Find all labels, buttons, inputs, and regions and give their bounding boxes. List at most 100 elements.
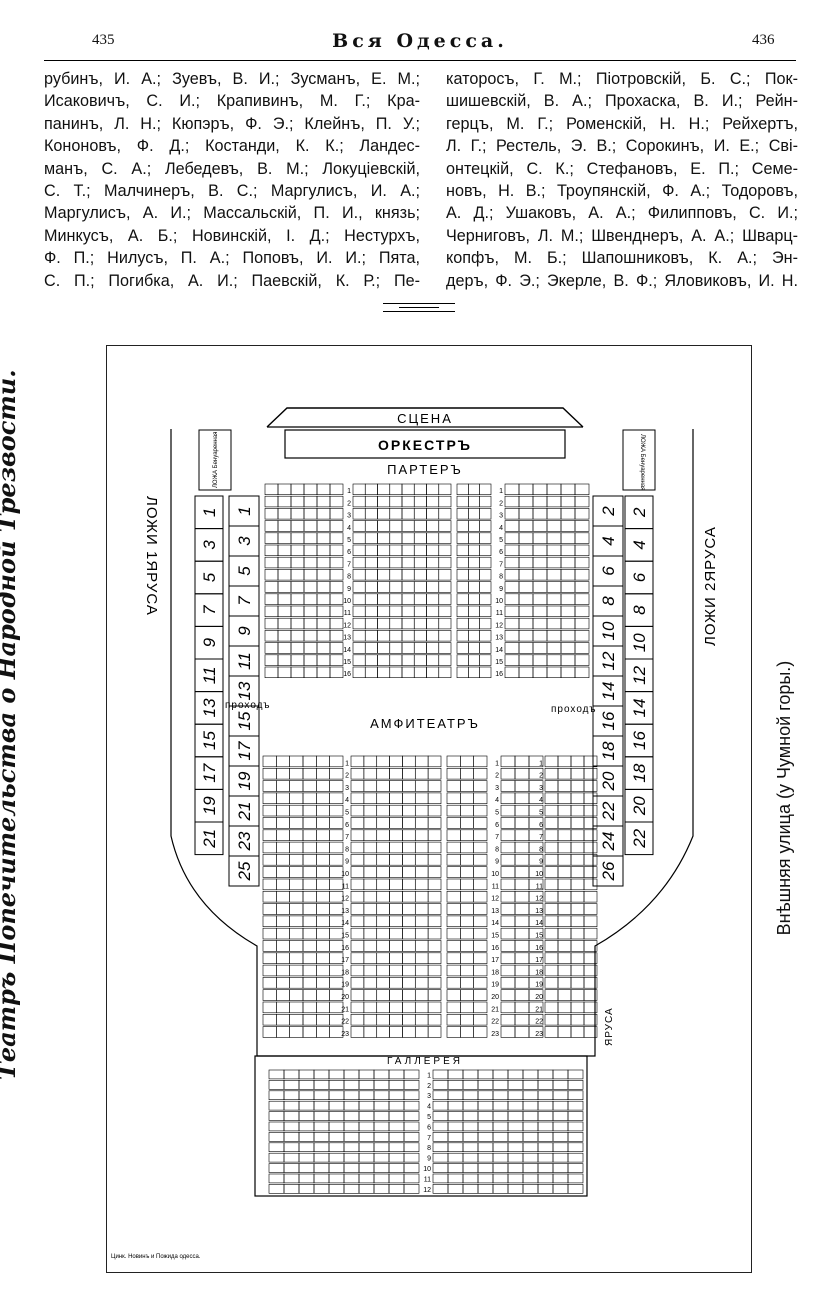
parterre-seat [532, 508, 548, 520]
parterre-seat [389, 520, 403, 532]
amph-seat [363, 854, 378, 866]
amph-seat [427, 915, 442, 928]
amph-seat [557, 804, 572, 817]
parterre-seat [364, 495, 378, 508]
amph-seat [276, 804, 290, 817]
loge-inner-right: 2 [599, 506, 618, 517]
amph-seat [402, 927, 416, 940]
amph-seat [329, 964, 344, 977]
amph-seat [446, 989, 461, 1001]
amph-row-number: 6 [539, 822, 543, 829]
amph-row-number: 13 [491, 908, 499, 915]
amph-row-number: 17 [491, 957, 499, 964]
parterre-seat [329, 605, 344, 617]
parterre-seat [401, 520, 415, 532]
amph-seat [302, 952, 317, 964]
amph-seat [329, 915, 344, 928]
gallery-seat [477, 1069, 494, 1080]
parterre-seat [518, 495, 534, 508]
amph-seat [473, 792, 488, 804]
gallery-seat [537, 1069, 554, 1080]
parterre-seat [426, 630, 440, 642]
amph-seat [500, 903, 516, 915]
amph-seat [500, 767, 516, 780]
amph-seat [414, 767, 429, 780]
amph-seat [583, 940, 598, 952]
amph-seat [389, 964, 403, 977]
gallery-seat [373, 1152, 390, 1163]
amph-seat [557, 866, 572, 878]
amph-seat [289, 780, 304, 792]
amph-seat [414, 940, 429, 952]
gallery-seat [507, 1069, 524, 1080]
amph-seat [500, 915, 516, 928]
amph-seat [402, 964, 416, 977]
text-line: онтецкій, С. К.; Стефановъ, Е. П.; Семе- [446, 159, 798, 178]
loge-inner-right: 18 [599, 741, 618, 760]
amph-seat [389, 1026, 403, 1038]
amph-seat [570, 878, 585, 891]
parterre-seat [479, 544, 492, 556]
parterre-seat [352, 532, 366, 544]
amph-seat [389, 792, 403, 804]
amph-seat [350, 817, 365, 829]
gallery-seat [328, 1132, 345, 1142]
gallery-seat [373, 1080, 390, 1090]
parterre-row-number: 2 [347, 500, 351, 507]
parterre-row-number: 3 [499, 513, 503, 520]
amph-seat [473, 940, 488, 952]
amph-seat [376, 989, 390, 1001]
amph-seat [544, 792, 559, 804]
parterre-seat [479, 593, 492, 605]
gallery-seat [403, 1090, 420, 1100]
parterre-seat [504, 569, 520, 581]
parterre-seat [456, 544, 469, 556]
parterre-seat [401, 630, 415, 642]
amph-row-number: 20 [341, 994, 349, 1001]
amph-seat [389, 866, 403, 878]
gallery-seat [283, 1111, 300, 1121]
amph-seat [276, 1001, 290, 1014]
amph-seat [473, 767, 488, 780]
gallery-seat [522, 1142, 539, 1152]
amph-seat [402, 792, 416, 804]
gallery-seat [477, 1152, 494, 1163]
amph-seat [570, 866, 585, 878]
parterre-seat [290, 605, 305, 617]
parterre-seat [413, 508, 427, 520]
parterre-seat [303, 483, 318, 495]
parterre-seat [364, 556, 378, 569]
parterre-seat [377, 556, 391, 569]
parterre-seat [290, 520, 305, 532]
amph-row-number: 22 [341, 1019, 349, 1026]
parterre-seat [264, 520, 279, 532]
amph-seat [389, 767, 403, 780]
amph-seat [363, 1026, 378, 1038]
gallery-seat [477, 1080, 494, 1090]
loge-inner-left: 5 [235, 566, 254, 576]
loges-first-tier-label: ЛОЖИ 1ЯРУСА [143, 496, 160, 616]
gallery-seat [298, 1090, 315, 1100]
loge-inner-right: 26 [599, 861, 618, 881]
parterre-seat [264, 593, 279, 605]
gallery-seat [328, 1142, 345, 1152]
gallery-row-number: 8 [427, 1145, 431, 1152]
amph-seat [414, 780, 429, 792]
amph-seat [583, 1013, 598, 1026]
amph-seat [363, 977, 378, 989]
parterre-seat [329, 617, 344, 630]
parterre-seat [389, 617, 403, 630]
amph-seat [514, 952, 530, 964]
amph-seat [544, 767, 559, 780]
page-number-left: 435 [92, 32, 115, 48]
amph-seat [514, 755, 530, 768]
amph-seat [302, 964, 317, 977]
gallery-seat [522, 1069, 539, 1080]
amph-row-number: 18 [535, 969, 543, 976]
amph-seat [376, 804, 390, 817]
amph-seat [402, 977, 416, 989]
amph-seat [583, 890, 598, 903]
amph-seat [583, 989, 598, 1001]
amph-seat [583, 841, 598, 854]
parterre-seat [316, 654, 331, 666]
